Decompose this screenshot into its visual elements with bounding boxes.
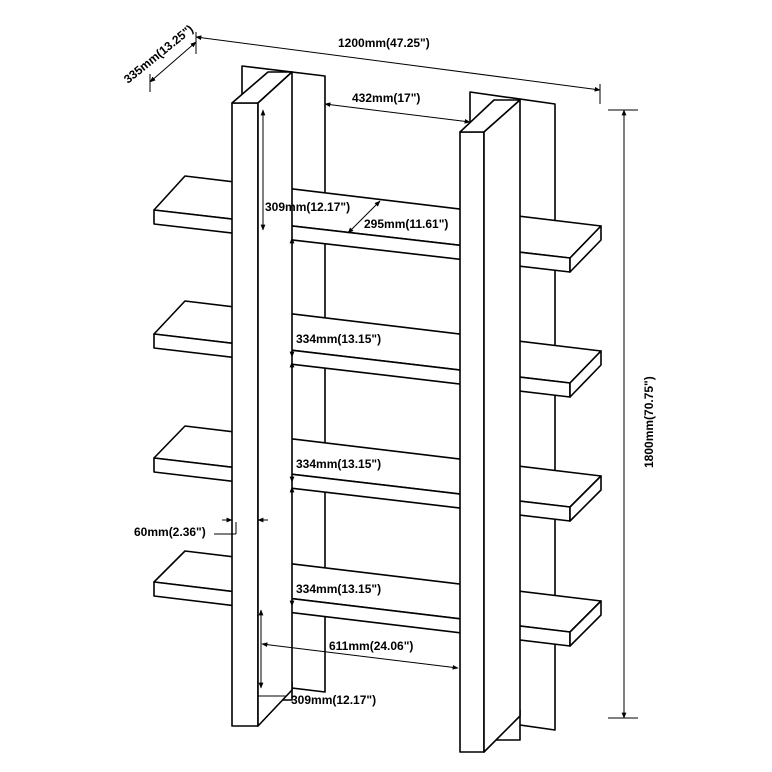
bottom-width-label: 611mm(24.06")	[329, 639, 413, 653]
inner-width-dimension: 432mm(17")	[324, 91, 471, 124]
shelf-depth-dimension: 295mm(11.61")	[347, 200, 448, 234]
bottom-gap-dimension: 309mm(12.17")	[258, 609, 376, 707]
top-gap-label: 309mm(12.17")	[265, 200, 350, 214]
gap-2-dimension: 334mm(13.15")	[289, 361, 381, 483]
depth-dimension: 335mm(13.25")	[121, 22, 197, 92]
gap-3-dimension: 334mm(13.15")	[289, 486, 381, 607]
gap-2-label: 334mm(13.15")	[296, 457, 381, 471]
top-gap-dimension: 309mm(12.17")	[260, 109, 350, 231]
depth-label: 335mm(13.25")	[121, 22, 196, 86]
post-width-dimension: 60mm(2.36")	[134, 517, 268, 539]
gap-1-dimension: 334mm(13.15")	[289, 237, 381, 358]
width-dimension: 1200mm(47.25")	[195, 35, 601, 104]
left-post	[231, 71, 293, 727]
inner-width-label: 432mm(17")	[352, 91, 420, 105]
bottom-width-dimension: 611mm(24.06")	[261, 639, 459, 670]
height-label: 1800mm(70.75")	[642, 376, 656, 468]
gap-1-label: 334mm(13.15")	[296, 332, 381, 346]
gap-3-label: 334mm(13.15")	[296, 582, 381, 596]
height-dimension: 1800mm(70.75")	[608, 109, 656, 719]
bottom-gap-label: 309mm(12.17")	[291, 693, 376, 707]
right-post	[459, 99, 521, 753]
post-width-label: 60mm(2.36")	[134, 525, 206, 539]
width-label: 1200mm(47.25")	[338, 36, 430, 50]
shelf-depth-label: 295mm(11.61")	[364, 217, 448, 231]
